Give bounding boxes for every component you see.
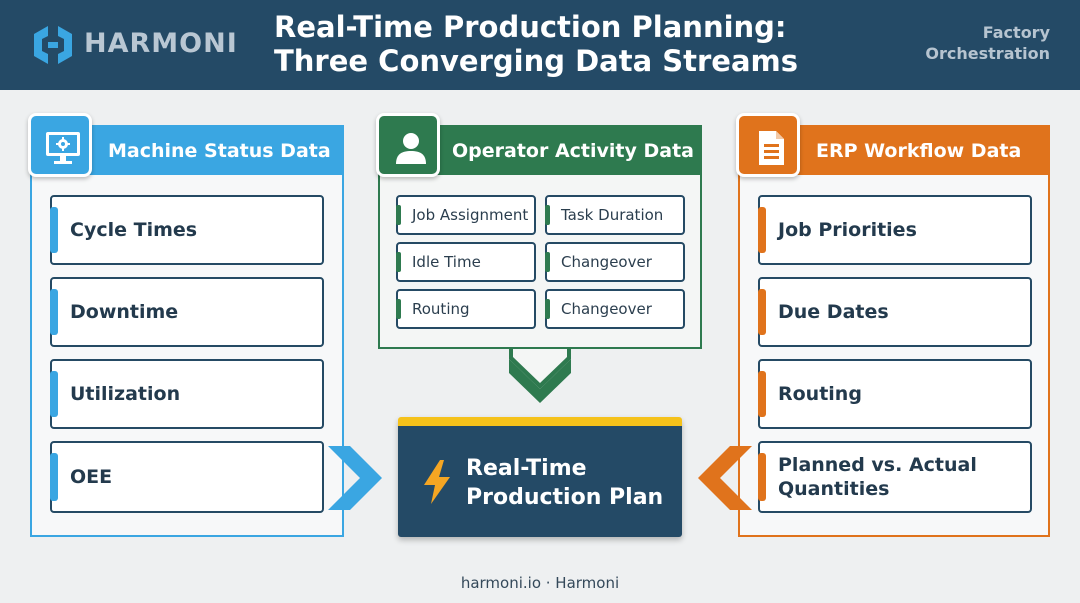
monitor-gear-badge xyxy=(28,113,92,177)
item-label: Task Duration xyxy=(561,206,664,224)
title-line-1: Real-Time Production Planning: xyxy=(274,10,787,44)
arrow-down-icon xyxy=(509,347,571,403)
item-label: Cycle Times xyxy=(70,219,198,241)
plan-line-2: Production Plan xyxy=(466,485,664,510)
machine-status-panel: Machine Status Data Cycle Times Downtime… xyxy=(30,125,344,537)
item-label: Routing xyxy=(778,383,862,405)
item-label: Utilization xyxy=(70,383,181,405)
user-badge xyxy=(376,113,440,177)
item-label: Planned vs. Actual Quantities xyxy=(778,453,977,501)
tag-line-1: Factory xyxy=(982,23,1050,42)
machine-status-title: Machine Status Data xyxy=(108,140,331,162)
list-item: Job Assignment xyxy=(396,195,536,235)
tag-line-2: Orchestration xyxy=(925,44,1050,63)
list-item: Downtime xyxy=(50,277,324,347)
item-label-line-1: Planned vs. Actual xyxy=(778,454,977,476)
item-label: Routing xyxy=(412,300,470,318)
erp-workflow-title: ERP Workflow Data xyxy=(816,140,1022,162)
item-label: Job Assignment xyxy=(412,206,529,224)
arrow-right-icon xyxy=(328,446,382,510)
list-item: Changeover xyxy=(545,242,685,282)
title-line-2: Three Converging Data Streams xyxy=(274,44,799,78)
list-item: OEE xyxy=(50,441,324,513)
page-title: Real-Time Production Planning: Three Con… xyxy=(274,10,834,78)
list-item: Routing xyxy=(396,289,536,329)
lightning-icon xyxy=(424,460,450,504)
item-label: Idle Time xyxy=(412,253,481,271)
list-item: Utilization xyxy=(50,359,324,429)
header-bar: HARMONI Real-Time Production Planning: T… xyxy=(0,0,1080,90)
header-tagline: Factory Orchestration xyxy=(880,22,1050,64)
production-plan-title: Real-Time Production Plan xyxy=(466,454,663,512)
document-badge xyxy=(736,113,800,177)
operator-activity-title: Operator Activity Data xyxy=(452,140,694,162)
list-item: Planned vs. Actual Quantities xyxy=(758,441,1032,513)
item-label: Due Dates xyxy=(778,301,889,323)
list-item: Idle Time xyxy=(396,242,536,282)
list-item: Due Dates xyxy=(758,277,1032,347)
plan-line-1: Real-Time xyxy=(466,456,587,481)
list-item: Job Priorities xyxy=(758,195,1032,265)
item-label: Downtime xyxy=(70,301,179,323)
footer-text: harmoni.io · Harmoni xyxy=(460,574,620,592)
item-label: Changeover xyxy=(561,253,652,271)
logo-icon xyxy=(34,26,72,64)
list-item: Routing xyxy=(758,359,1032,429)
brand-name: HARMONI xyxy=(84,28,238,59)
erp-workflow-panel: ERP Workflow Data Job Priorities Due Dat… xyxy=(738,125,1050,537)
user-icon xyxy=(396,133,426,164)
item-label: Job Priorities xyxy=(778,219,917,241)
item-label: Changeover xyxy=(561,300,652,318)
monitor-gear-icon xyxy=(46,132,80,164)
list-item: Cycle Times xyxy=(50,195,324,265)
production-plan-box: Real-Time Production Plan xyxy=(398,417,682,537)
item-label: OEE xyxy=(70,466,113,488)
list-item: Changeover xyxy=(545,289,685,329)
item-label-line-2: Quantities xyxy=(778,478,890,500)
arrow-left-icon xyxy=(698,446,752,510)
list-item: Task Duration xyxy=(545,195,685,235)
document-icon xyxy=(759,131,784,165)
